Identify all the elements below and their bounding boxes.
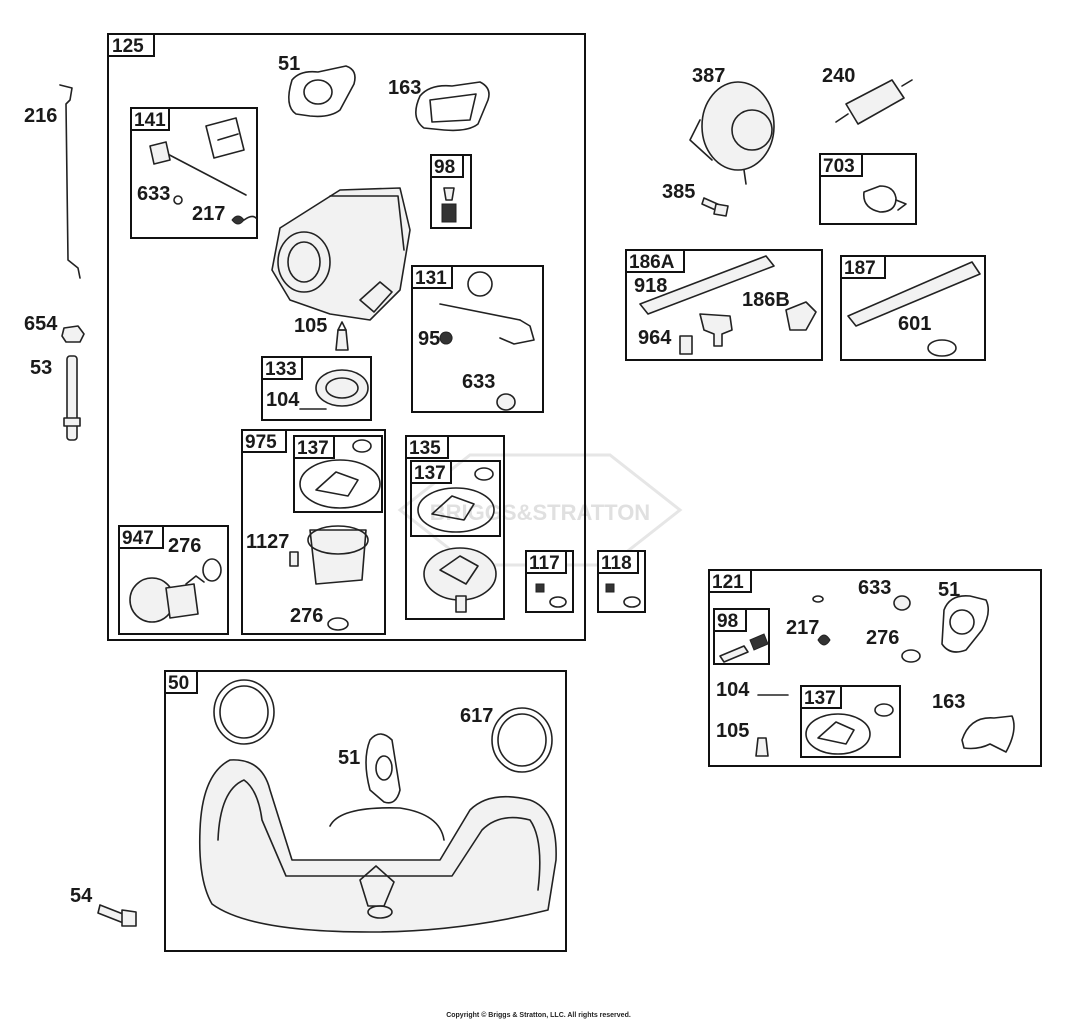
label-51-121: 51 — [938, 579, 960, 601]
kit-121[interactable]: 121 98 137 633 51 217 276 104 105 163 — [708, 569, 1042, 767]
kit-117-tag: 117 — [529, 553, 560, 574]
kit-975-137-tag: 137 — [297, 438, 329, 459]
kit-975[interactable]: 975 137 1127 276 — [241, 429, 386, 635]
kit-947-tag: 947 — [122, 528, 154, 549]
kit-703-tag: 703 — [823, 156, 855, 177]
kit-186A[interactable]: 186A 918 964 186B — [625, 249, 823, 361]
label-217-141: 217 — [192, 203, 225, 225]
label-163-121: 163 — [932, 691, 965, 713]
label-918: 918 — [634, 275, 667, 297]
kit-135[interactable]: 135 137 — [405, 435, 505, 620]
label-105-121: 105 — [716, 720, 749, 742]
label-51: 51 — [278, 53, 300, 75]
kit-975-tag: 975 — [245, 432, 277, 453]
label-54: 54 — [70, 885, 93, 907]
kit-50[interactable]: 50 617 51 — [164, 670, 567, 952]
kit-135-tag: 135 — [409, 438, 441, 459]
kit-98-tag: 98 — [434, 157, 455, 178]
kit-50-tag: 50 — [168, 673, 189, 694]
label-104-121: 104 — [716, 679, 750, 701]
label-633-141: 633 — [137, 183, 170, 205]
part-51-gasket[interactable]: 51 — [278, 53, 356, 118]
part-163-gasket[interactable]: 163 — [388, 77, 490, 132]
kit-947[interactable]: 947 276 — [118, 525, 229, 635]
kit-135-137-tag: 137 — [414, 463, 446, 484]
kit-121-tag: 121 — [712, 572, 744, 593]
kit-133[interactable]: 133 104 — [261, 356, 372, 421]
kit-118[interactable]: 118 — [597, 550, 646, 613]
label-163: 163 — [388, 77, 421, 99]
label-654: 654 — [24, 313, 58, 335]
kit-133-tag: 133 — [265, 359, 297, 380]
label-240: 240 — [822, 65, 855, 87]
label-617: 617 — [460, 705, 493, 727]
kit-703[interactable]: 703 — [819, 153, 917, 225]
kit-131[interactable]: 131 95 633 — [411, 265, 544, 413]
part-385-screw[interactable]: 385 — [662, 181, 729, 217]
label-633-131: 633 — [462, 371, 495, 393]
label-633-121: 633 — [858, 577, 891, 599]
carburetor-body[interactable] — [271, 187, 411, 321]
label-1127: 1127 — [246, 531, 289, 553]
part-53-stud[interactable]: 53 — [30, 355, 81, 441]
label-276-975: 276 — [290, 605, 323, 627]
kit-186A-tag: 186A — [629, 252, 675, 273]
kit-141[interactable]: 141 633 217 — [130, 107, 258, 239]
label-964: 964 — [638, 327, 672, 349]
copyright-notice: Copyright © Briggs & Stratton, LLC. All … — [446, 1012, 631, 1019]
label-385: 385 — [662, 181, 695, 203]
label-51-50: 51 — [338, 747, 360, 769]
label-276-121: 276 — [866, 627, 899, 649]
kit-117[interactable]: 117 — [525, 550, 574, 613]
label-95: 95 — [418, 328, 440, 350]
label-217-121: 217 — [786, 617, 819, 639]
label-387: 387 — [692, 65, 725, 87]
kit-118-tag: 118 — [601, 553, 632, 574]
kit-187[interactable]: 187 601 — [840, 255, 986, 361]
kit-121-98-tag: 98 — [717, 611, 738, 632]
part-105-needle[interactable]: 105 — [294, 315, 349, 351]
part-216-governor-link[interactable]: 216 — [24, 84, 81, 279]
label-104-133: 104 — [266, 389, 300, 411]
part-240-fuel-filter[interactable]: 240 — [822, 65, 913, 125]
part-387-fuel-pump[interactable]: 387 — [689, 65, 775, 185]
kit-187-tag: 187 — [844, 258, 876, 279]
kit-141-tag: 141 — [134, 110, 166, 131]
kit-125-tag: 125 — [112, 36, 144, 57]
label-601: 601 — [898, 313, 931, 335]
kit-131-tag: 131 — [415, 268, 447, 289]
label-276-947: 276 — [168, 535, 201, 557]
part-654-nut[interactable]: 654 — [24, 313, 85, 343]
label-216: 216 — [24, 105, 57, 127]
kit-98[interactable]: 98 — [430, 154, 472, 229]
label-53: 53 — [30, 357, 52, 379]
part-54-screw[interactable]: 54 — [70, 885, 137, 927]
label-186B: 186B — [742, 289, 790, 311]
watermark-text: BRIGGS&STRATTON — [430, 500, 650, 525]
kit-121-137-tag: 137 — [804, 688, 836, 709]
kit-125[interactable]: 125 51 163 141 633 217 — [107, 33, 586, 641]
label-105: 105 — [294, 315, 327, 337]
